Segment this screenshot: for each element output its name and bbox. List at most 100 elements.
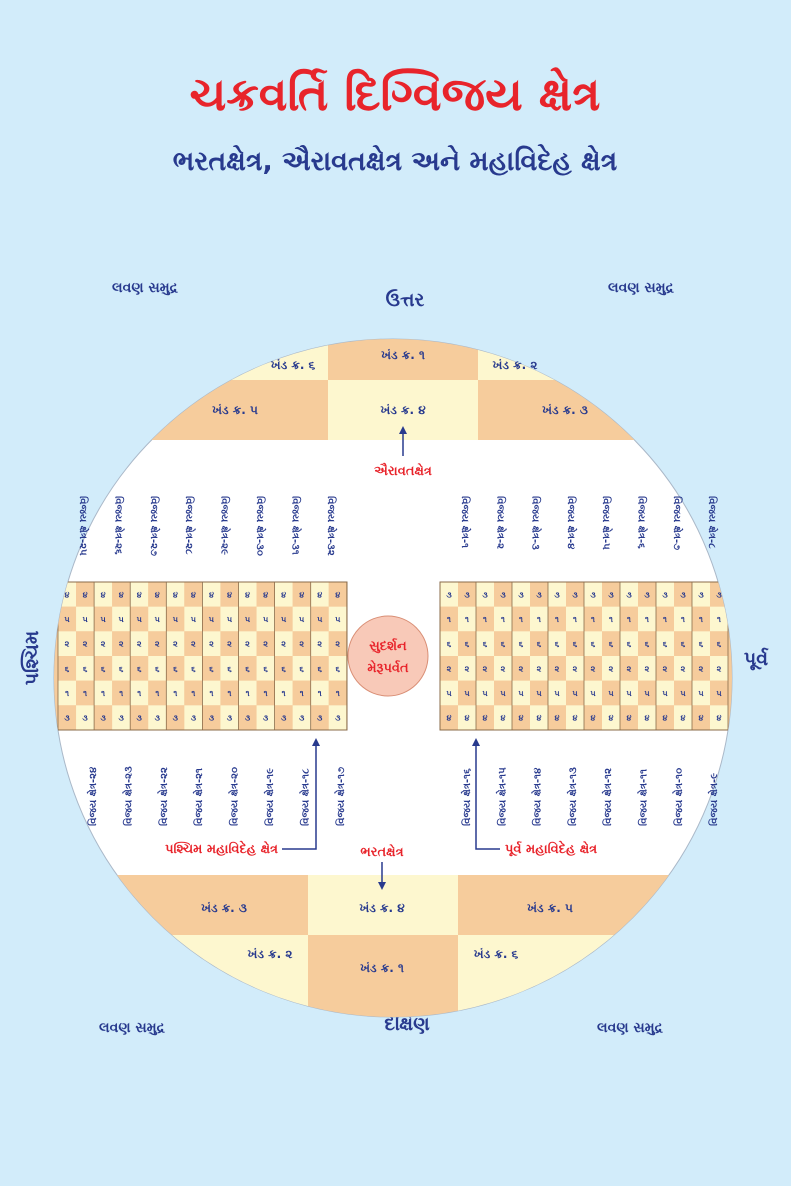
east-grid-digit: ૪ (609, 714, 614, 723)
west-grid-cell (130, 705, 149, 730)
page-title: ચક્રવર્તિ દિગ્વિજય ક્ષેત્ર (190, 67, 601, 121)
vijay-label: વિજય ક્ષેત્ર-૮ (706, 496, 720, 549)
north-khand-5 (54, 380, 328, 440)
west-grid-digit: ૪ (173, 590, 178, 599)
vijay-label: વિજય ક્ષેત્ર-૨૬ (112, 496, 126, 555)
east-grid-digit: ૪ (663, 714, 668, 723)
west-grid-cell (202, 582, 221, 607)
east-grid-digit: ૫ (446, 689, 452, 698)
east-grid-cell (494, 656, 512, 681)
east-grid-cell (458, 705, 476, 730)
east-grid-digit: ૧ (645, 615, 649, 624)
west-grid-digit: ૪ (101, 590, 106, 599)
east-grid-digit: ૧ (663, 615, 667, 624)
east-grid-cell (710, 606, 728, 632)
west-grid-cell (202, 656, 221, 681)
west-grid-digit: ૫ (335, 615, 341, 624)
west-grid-digit: ૩ (299, 714, 305, 723)
vijay-label: વિજય ક્ષેત્ર-૯ (706, 773, 720, 826)
east-grid-cell (602, 631, 620, 656)
vijay-label: વિજય ક્ષેત્ર-૨૭ (148, 496, 162, 556)
west-grid-cell (310, 680, 329, 706)
east-grid-digit: ૬ (537, 640, 542, 649)
west-grid-cell (328, 680, 347, 706)
east-grid-cell (512, 606, 530, 632)
west-grid-cell (238, 606, 257, 632)
west-grid-cell (130, 656, 149, 681)
meru-label-line2: મેરૂપર્વત (367, 659, 409, 676)
vijay-label: વિજય ક્ષેત્ર-૨૯ (219, 496, 233, 555)
vijay-label: વિજય ક્ષેત્ર-૧૨ (600, 768, 614, 826)
west-grid-digit: ૬ (101, 664, 106, 673)
west-grid-cell (58, 631, 77, 656)
east-grid-cell (584, 680, 602, 706)
west-grid-cell (148, 606, 167, 632)
west-grid-digit: ૫ (100, 615, 106, 624)
east-grid-cell (638, 631, 656, 656)
direction-west: પશ્ચિમ (21, 630, 43, 685)
west-grid-digit: ૨ (281, 640, 286, 649)
east-grid-digit: ૧ (609, 615, 613, 624)
east-grid-cell (440, 656, 458, 681)
north-khand-2-label: ખંડ ક્ર. ૨ (493, 358, 538, 372)
east-grid-cell (548, 656, 566, 681)
sea-label-se: લવણ સમુદ્ર (597, 1020, 664, 1036)
east-grid-digit: ૫ (698, 689, 704, 698)
east-grid-cell (620, 606, 638, 632)
west-grid-cell (328, 705, 347, 730)
vijay-label: વિજય ક્ષેત્ર-૩ (530, 496, 544, 550)
west-grid-digit: ૨ (119, 640, 124, 649)
east-grid-digit: ૨ (645, 664, 650, 673)
east-grid-cell (512, 582, 530, 607)
east-grid-digit: ૫ (662, 689, 668, 698)
west-grid-cell (220, 631, 239, 656)
east-grid-digit: ૩ (644, 590, 650, 599)
west-grid-digit: ૩ (100, 714, 106, 723)
east-grid-digit: ૪ (519, 714, 524, 723)
west-grid-digit: ૪ (83, 590, 88, 599)
east-grid-cell (602, 656, 620, 681)
east-grid-digit: ૩ (572, 590, 578, 599)
south-khand-3 (54, 875, 308, 935)
west-grid-cell (94, 680, 113, 706)
east-grid-cell (512, 631, 530, 656)
east-grid-cell (692, 680, 710, 706)
west-mahavideh-label: પશ્ચિમ મહાવિદેહ ક્ષેત્ર (165, 839, 278, 857)
east-grid-digit: ૬ (465, 640, 470, 649)
east-grid-cell (602, 606, 620, 632)
west-grid-cell (328, 631, 347, 656)
west-grid-cell (256, 680, 275, 706)
west-grid-digit: ૨ (101, 640, 106, 649)
west-grid-digit: ૬ (263, 664, 268, 673)
west-grid-digit: ૫ (245, 615, 251, 624)
east-grid-digit: ૩ (536, 590, 542, 599)
west-grid-cell (112, 631, 131, 656)
vijay-label: વિજય ક્ષેત્ર-૧૫ (494, 767, 508, 826)
west-grid-cell (112, 705, 131, 730)
west-grid-digit: ૧ (155, 689, 159, 698)
east-grid-digit: ૫ (536, 689, 542, 698)
east-grid-digit: ૨ (573, 664, 578, 673)
vijay-label: વિજય ક્ષેત્ર-૭ (671, 496, 685, 550)
east-grid-digit: ૨ (519, 664, 524, 673)
west-grid-digit: ૨ (245, 640, 250, 649)
east-grid-cell (440, 705, 458, 730)
east-grid-cell (602, 582, 620, 607)
east-grid-digit: ૨ (717, 664, 722, 673)
south-khand-6-label: ખંડ ક્ર. ૬ (474, 947, 519, 961)
east-grid-digit: ૬ (519, 640, 524, 649)
west-grid-cell (184, 705, 203, 730)
east-grid-cell (458, 631, 476, 656)
east-grid-digit: ૧ (465, 615, 469, 624)
west-grid-digit: ૧ (336, 689, 340, 698)
west-grid-digit: ૫ (281, 615, 287, 624)
west-grid-digit: ૬ (245, 664, 250, 673)
west-grid-cell (184, 631, 203, 656)
east-grid-digit: ૪ (537, 714, 542, 723)
east-grid-cell (548, 705, 566, 730)
east-grid-cell (620, 680, 638, 706)
west-grid-cell (58, 680, 77, 706)
